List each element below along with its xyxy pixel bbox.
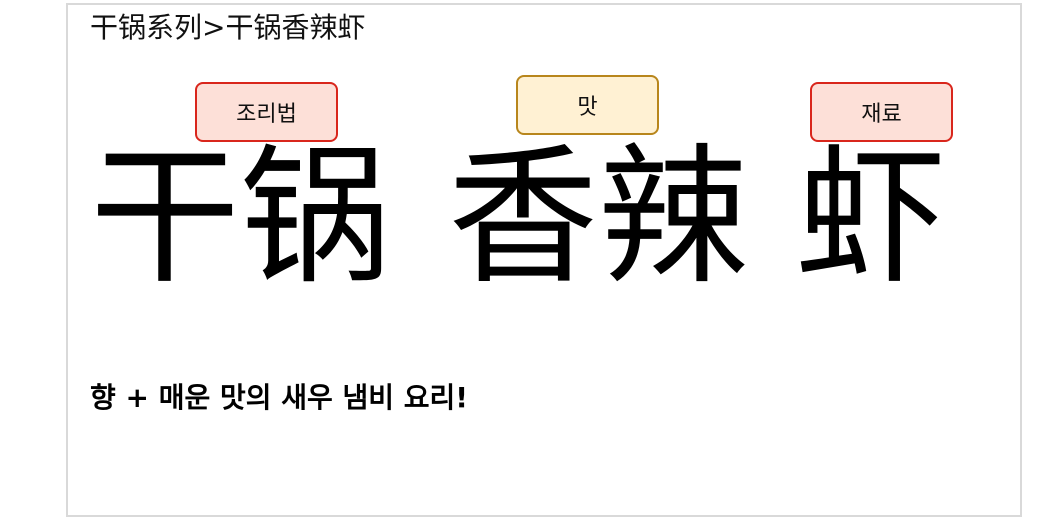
tag-ingredient: 재료 (810, 82, 953, 142)
tag-taste: 맛 (516, 75, 659, 135)
title-char-xia: 虾 (796, 131, 947, 305)
title-char-xiang: 香 (448, 131, 599, 305)
title-char-la: 辣 (598, 131, 749, 305)
summary-text: 향 + 매운 맛의 새우 냄비 요리! (90, 381, 469, 414)
tag-cooking-method: 조리법 (195, 82, 338, 142)
breadcrumb: 干锅系列>干锅香辣虾 (90, 11, 366, 44)
title-char-gan: 干 (90, 131, 241, 305)
title-char-guo: 锅 (240, 131, 391, 305)
